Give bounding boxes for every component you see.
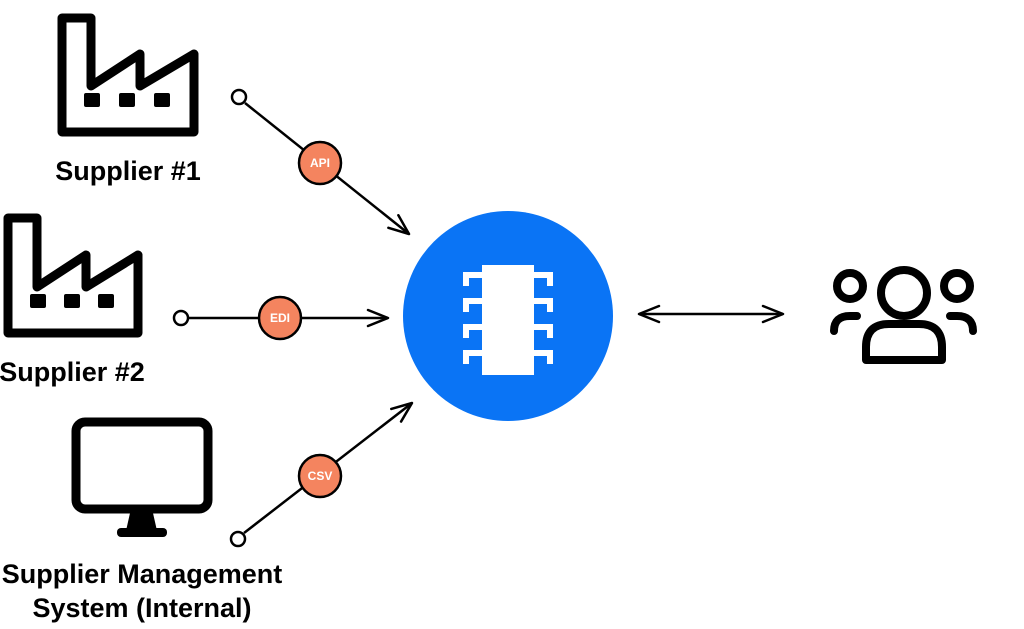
edi-badge bbox=[257, 295, 303, 341]
api-connection: API bbox=[230, 88, 411, 236]
supplier-1-factory-icon bbox=[57, 13, 199, 137]
internal-system-label-line-2: System (Internal) bbox=[32, 593, 251, 623]
edi-connection: EDI bbox=[172, 295, 390, 341]
api-badge-text: API bbox=[310, 156, 330, 170]
api-badge bbox=[297, 140, 343, 186]
edi-badge-text: EDI bbox=[270, 311, 290, 325]
supplier-2-label: Supplier #2 bbox=[0, 357, 145, 387]
internal-system-label-line-1: Supplier Management bbox=[2, 559, 283, 589]
csv-start-dot bbox=[229, 530, 247, 548]
edi-start-dot bbox=[172, 309, 190, 327]
chip-icon bbox=[463, 265, 553, 375]
supplier-1-label: Supplier #1 bbox=[55, 156, 201, 186]
csv-badge bbox=[297, 453, 343, 499]
internal-system-monitor-icon bbox=[71, 417, 213, 537]
users-icon bbox=[830, 266, 977, 364]
csv-connection: CSV bbox=[229, 401, 414, 548]
supplier-2-factory-icon bbox=[3, 213, 143, 338]
processing-hub bbox=[403, 211, 613, 421]
api-start-dot bbox=[230, 88, 248, 106]
csv-badge-text: CSV bbox=[308, 469, 333, 483]
